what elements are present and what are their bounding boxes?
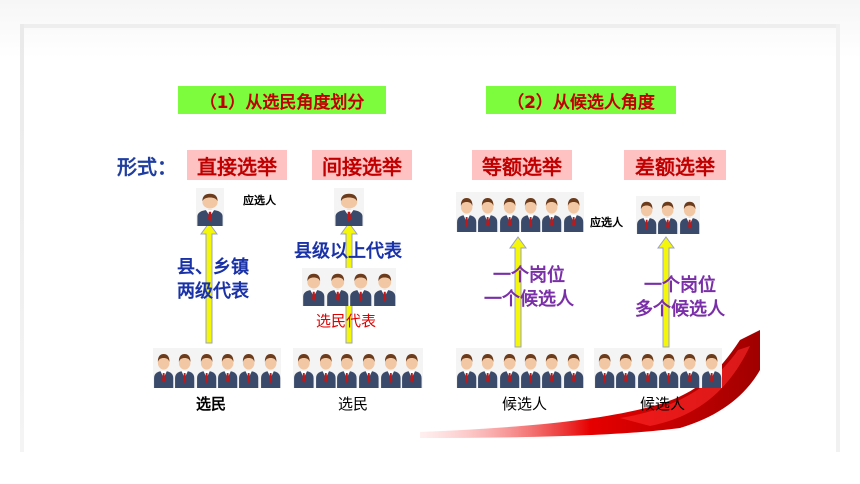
up-arrow-icon bbox=[509, 236, 527, 348]
businessman-icon bbox=[499, 192, 520, 232]
businessman-icon bbox=[637, 348, 658, 388]
person-group-voters-indirect bbox=[293, 348, 423, 388]
label-equal-description: 一个岗位 一个候选人 bbox=[484, 265, 574, 310]
person-group-voter-reps bbox=[302, 268, 396, 306]
businessman-icon bbox=[477, 348, 498, 388]
section-title-candidates: （2）从候选人角度 bbox=[486, 86, 676, 114]
person-group-indirect-candidate bbox=[334, 188, 364, 226]
businessman-icon bbox=[520, 192, 541, 232]
label-candidate-equal: 应选人 bbox=[590, 216, 623, 229]
form-direct-election: 直接选举 bbox=[187, 150, 287, 180]
businessman-icon bbox=[174, 348, 195, 388]
form-differential-election: 差额选举 bbox=[624, 150, 726, 180]
form-indirect-election: 间接选举 bbox=[312, 150, 412, 180]
businessman-icon bbox=[541, 348, 562, 388]
label-candidates-diff: 候选人 bbox=[640, 395, 686, 413]
businessman-icon bbox=[563, 348, 584, 388]
businessman-icon bbox=[349, 268, 373, 306]
businessman-icon bbox=[679, 348, 700, 388]
person-group-voters-direct bbox=[153, 348, 281, 388]
label-county-above-reps: 县级以上代表 bbox=[294, 241, 402, 262]
businessman-icon bbox=[636, 196, 657, 234]
businessman-icon bbox=[401, 348, 423, 388]
label-diff-description: 一个岗位 多个候选人 bbox=[635, 275, 725, 320]
label-candidates-equal: 候选人 bbox=[502, 395, 548, 413]
businessman-icon bbox=[217, 348, 238, 388]
businessman-icon bbox=[657, 196, 678, 234]
businessman-icon bbox=[326, 268, 350, 306]
person-group-direct-candidate bbox=[196, 188, 224, 226]
frame-top bbox=[20, 24, 836, 28]
label-candidate-direct: 应选人 bbox=[243, 194, 276, 207]
businessman-icon bbox=[315, 348, 337, 388]
businessman-icon bbox=[615, 348, 636, 388]
frame-right bbox=[836, 24, 840, 452]
label-voters-direct: 选民 bbox=[196, 395, 227, 413]
businessman-icon bbox=[456, 348, 477, 388]
up-arrow-icon bbox=[200, 222, 218, 344]
label-voters-indirect: 选民 bbox=[338, 395, 369, 413]
businessman-icon bbox=[456, 192, 477, 232]
businessman-icon bbox=[477, 192, 498, 232]
form-equal-election: 等额选举 bbox=[472, 150, 572, 180]
frame-left bbox=[20, 24, 24, 452]
businessman-icon bbox=[293, 348, 315, 388]
red-flag-ribbon bbox=[420, 330, 760, 438]
businessman-icon bbox=[196, 348, 217, 388]
person-group-diff-candidates bbox=[636, 196, 700, 234]
businessman-icon bbox=[302, 268, 326, 306]
businessman-icon bbox=[594, 348, 615, 388]
businessman-icon bbox=[238, 348, 259, 388]
businessman-icon bbox=[701, 348, 722, 388]
businessman-icon bbox=[679, 196, 700, 234]
businessman-icon bbox=[260, 348, 281, 388]
businessman-icon bbox=[520, 348, 541, 388]
person-group-candidates-diff bbox=[594, 348, 722, 388]
label-voter-reps: 选民代表 bbox=[316, 312, 377, 330]
businessman-icon bbox=[373, 268, 397, 306]
businessman-icon bbox=[336, 348, 358, 388]
businessman-icon bbox=[380, 348, 402, 388]
section-title-voters: （1）从选民角度划分 bbox=[178, 86, 386, 114]
up-arrow-icon bbox=[657, 236, 675, 348]
label-county-town-reps: 县、乡镇 两级代表 bbox=[177, 257, 249, 302]
businessman-icon bbox=[658, 348, 679, 388]
businessman-icon bbox=[358, 348, 380, 388]
businessman-icon bbox=[153, 348, 174, 388]
person-group-candidates-equal bbox=[456, 348, 584, 388]
businessman-icon bbox=[196, 188, 224, 226]
businessman-icon bbox=[334, 188, 364, 226]
businessman-icon bbox=[563, 192, 584, 232]
businessman-icon bbox=[499, 348, 520, 388]
businessman-icon bbox=[541, 192, 562, 232]
person-group-equal-candidates bbox=[456, 192, 584, 232]
form-label: 形式： bbox=[117, 155, 177, 179]
